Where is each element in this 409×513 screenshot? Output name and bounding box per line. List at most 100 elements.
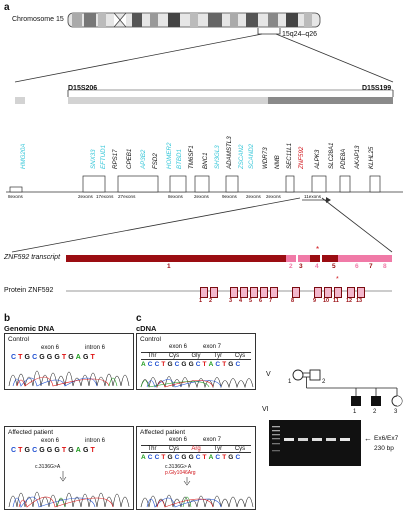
amino-acid: Thr — [147, 353, 157, 359]
exon6-label-c2: exon 6 — [169, 437, 188, 443]
base-letter: A — [141, 361, 147, 368]
base-letter: G — [39, 447, 46, 454]
base-letter: C — [235, 454, 241, 461]
base-letter: T — [90, 354, 96, 361]
base-letter: C — [154, 361, 160, 368]
base-letter: G — [228, 454, 234, 461]
chromosome-ideogram — [67, 12, 321, 28]
base-letter: T — [61, 447, 67, 454]
base-letter: T — [222, 454, 227, 461]
base-letter: T — [61, 354, 67, 361]
gene-label-eftud1: EFTUD1 — [100, 144, 107, 169]
base-letter: G — [188, 361, 195, 368]
gene-label-rps17: RPS17 — [112, 149, 119, 169]
zinc-finger-domain — [270, 287, 278, 298]
domain-number: 8 — [291, 298, 295, 304]
panel-a-lines — [6, 28, 403, 292]
gene-label-slc28a1: SLC28A1 — [328, 142, 335, 170]
base-letter: C — [215, 454, 221, 461]
zinc-finger-domain — [292, 287, 300, 298]
base-letter: G — [68, 447, 75, 454]
gene-label-akap13: AKAP13 — [354, 145, 361, 169]
child-3: 3 — [394, 409, 398, 415]
domain-number: 3 — [229, 298, 233, 304]
base-letter: C — [174, 361, 180, 368]
domain-number: 7 — [269, 298, 273, 304]
base-letter: G — [167, 454, 174, 461]
base-letter: T — [90, 447, 96, 454]
control-label-c: Control — [140, 336, 161, 343]
gene-label-snx33: SNX33 — [90, 149, 97, 169]
base-letter: C — [147, 454, 153, 461]
base-letter: C — [11, 354, 17, 361]
domain-number: 1 — [199, 298, 203, 304]
amino-acid: Tyr — [213, 446, 223, 452]
domain-number: 9 — [313, 298, 317, 304]
gene-label-nmb: NMB — [274, 155, 281, 169]
base-letter: G — [54, 354, 61, 361]
base-letter: T — [161, 454, 166, 461]
marker-left: D15S206 — [68, 85, 98, 92]
mutation-label-c: c.3136G> A — [165, 464, 192, 470]
exon6-label-b2: exon 6 — [41, 438, 60, 444]
base-letter: A — [208, 361, 214, 368]
mutation-label-b: c.3136G>A — [35, 464, 61, 470]
transcript-exon-number: 5 — [332, 263, 336, 270]
exon6-label-c1: exon 6 — [169, 344, 188, 350]
band-label: 15q24–q26 — [282, 31, 318, 38]
transcript-exon-number: 1 — [167, 263, 171, 270]
exon-count: 27exons — [118, 194, 136, 199]
base-letter: G — [228, 361, 234, 368]
gene-label-homer2: HOMER2 — [166, 142, 173, 169]
exon7-label-c2: exon 7 — [203, 437, 222, 443]
gel-arrow: ← — [364, 434, 372, 443]
base-letter: G — [24, 354, 31, 361]
gene-label-adamstl3: ADAMSTL3 — [226, 136, 233, 169]
zinc-finger-domain — [347, 287, 355, 298]
base-letter: T — [202, 361, 208, 368]
pedigree: V 1 2 1 2 3 — [262, 362, 406, 422]
intron6-label-b1: intron 6 — [85, 345, 106, 351]
chromosome-label: Chromosome 15 — [12, 16, 64, 23]
amino-acid: Cys — [168, 353, 180, 359]
base-letter: G — [82, 447, 89, 454]
transcript-label: ZNF592 transcript — [4, 254, 60, 261]
exon-count: 2exons — [246, 194, 261, 199]
base-letter: G — [181, 361, 187, 368]
base-letter: C — [174, 454, 180, 461]
base-letter: C — [32, 354, 38, 361]
zinc-finger-domain — [314, 287, 322, 298]
zinc-finger-domain — [230, 287, 238, 298]
ind-v2: 2 — [322, 379, 326, 385]
base-letter: C — [195, 361, 201, 368]
zinc-finger-domain — [260, 287, 268, 298]
gene-label-znf592: ZNF592 — [298, 146, 305, 169]
chromatogram-b-affected — [8, 471, 130, 508]
base-letter: C — [11, 447, 17, 454]
amino-acid: Gly — [191, 353, 201, 359]
zinc-finger-domain — [200, 287, 208, 298]
base-letter: A — [75, 447, 82, 454]
base-letter: C — [235, 361, 241, 368]
gene-label-pde8a: PDE8A — [340, 148, 347, 169]
panel-a-letter: a — [4, 2, 10, 13]
affected-label-c: Affected patient — [140, 429, 186, 436]
domain-number: 4 — [239, 298, 243, 304]
base-letter: G — [68, 354, 75, 361]
amino-acid: Cys — [168, 446, 180, 452]
pedigree-chart — [292, 369, 403, 407]
base-letter: G — [167, 361, 174, 368]
base-letter: T — [18, 447, 23, 454]
gene-label-btbd1: BTBD1 — [176, 149, 183, 169]
control-label-b: Control — [8, 336, 29, 343]
amino-acid: Cys — [234, 446, 246, 452]
zinc-finger-domain — [250, 287, 258, 298]
zinc-finger-domain — [324, 287, 332, 298]
affected-label-b: Affected patient — [8, 429, 54, 436]
